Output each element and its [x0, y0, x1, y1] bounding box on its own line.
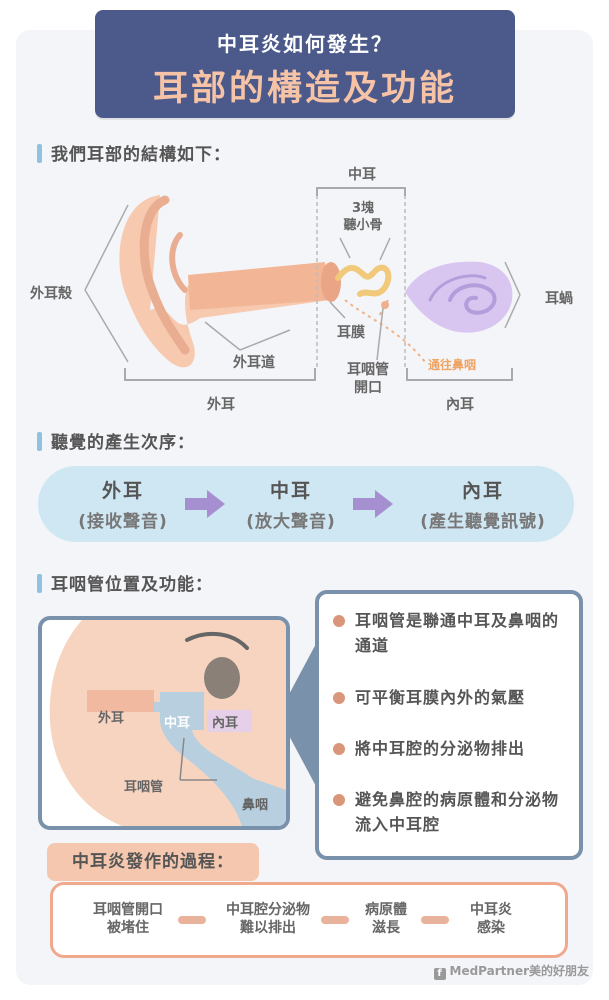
eustachian-functions-box: 耳咽管是聯通中耳及鼻咽的通道 可平衡耳膜內外的氣壓 將中耳腔的分泌物排出 避免鼻…: [315, 590, 583, 860]
label-ossicles: 3塊 聽小骨: [343, 201, 383, 233]
function-item: 避免鼻腔的病原體和分泌物流入中耳腔: [333, 787, 563, 837]
function-item: 耳咽管是聯通中耳及鼻咽的通道: [333, 608, 563, 658]
diagram-label-middle: 中耳: [164, 716, 191, 731]
hearing-sequence: 外耳 (接收聲音) 中耳 (放大聲音) 內耳 (產生聽覺訊號): [38, 466, 574, 542]
eardrum-shape: [321, 262, 341, 302]
process-box: 耳咽管開口 被堵住 中耳腔分泌物 難以排出 病原體 滋長 中耳炎 感染: [50, 882, 568, 958]
sequence-step-inner: 內耳 (產生聽覺訊號): [398, 476, 568, 532]
function-text: 避免鼻腔的病原體和分泌物流入中耳腔: [355, 790, 560, 834]
step-desc: (產生聽覺訊號): [420, 512, 546, 532]
cochlea-spiral: [448, 283, 497, 315]
section-heading-text: 聽覺的產生次序：: [51, 433, 195, 453]
pinna-guide-line: [84, 204, 129, 291]
step-name: 中耳: [269, 480, 312, 502]
section-bar: [37, 574, 42, 593]
diagram-label-outer: 外耳: [98, 711, 125, 726]
canal-guide-line: [204, 321, 241, 351]
pinna-guide-line: [84, 289, 129, 363]
cochlea-guide-line: [504, 294, 521, 329]
sequence-step-outer: 外耳 (接收聲音): [58, 476, 188, 532]
label-pinna: 外耳殼: [30, 286, 72, 302]
arrow-right-icon: [353, 490, 393, 518]
label-tube-opening: 耳咽管 開口: [347, 362, 389, 396]
ear-anatomy-diagram: [84, 187, 521, 381]
process-step: 病原體 滋長: [365, 902, 407, 936]
step-name: 內耳: [461, 480, 504, 502]
process-step: 中耳腔分泌物 難以排出: [226, 902, 310, 936]
section-heading-text: 耳咽管位置及功能：: [51, 575, 213, 595]
page-title: 耳部的構造及功能: [152, 69, 457, 109]
facebook-icon: f: [433, 968, 446, 980]
process-connector: [178, 916, 206, 924]
ossicle-guide-line: [379, 237, 391, 261]
process-connector: [421, 916, 449, 924]
diagram-label-tube: 耳咽管: [124, 780, 164, 795]
bullet-dot: [333, 743, 345, 755]
label-inner-ear: 內耳: [446, 397, 474, 413]
label-outer-ear: 外耳: [207, 397, 235, 413]
process-step: 耳咽管開口 被堵住: [93, 902, 163, 936]
section-heading-text: 我們耳部的結構如下：: [51, 145, 231, 165]
eardrum-guide-line: [329, 301, 346, 319]
label-eardrum: 耳膜: [337, 325, 365, 341]
sequence-step-middle: 中耳 (放大聲音): [231, 476, 351, 532]
function-item: 可平衡耳膜內外的氣壓: [333, 685, 563, 710]
function-text: 可平衡耳膜內外的氣壓: [355, 688, 526, 707]
callout-connector: [278, 640, 318, 790]
section-eustachian-heading: 耳咽管位置及功能：: [37, 570, 213, 595]
pinna-fold: [139, 195, 190, 355]
outer-ear-bracket: [124, 368, 316, 381]
step-desc: (放大聲音): [246, 512, 336, 532]
tube-opening-guide-line: [376, 307, 384, 361]
label-cochlea: 耳蝸: [545, 291, 573, 307]
label-to-nasopharynx: 通往鼻咽: [428, 358, 477, 372]
pinna-inner-fold: [169, 232, 188, 293]
head-illustration: [49, 620, 286, 826]
cochlea-spiral: [428, 274, 487, 302]
bullet-dot: [333, 692, 345, 704]
inner-ear-bracket: [406, 368, 513, 381]
step-desc: (接收聲音): [78, 512, 168, 532]
function-item: 將中耳腔的分泌物排出: [333, 736, 563, 761]
section-bar: [37, 144, 42, 163]
eustachian-tube-diagram: 外耳 中耳 內耳 耳咽管 鼻咽: [38, 616, 290, 830]
process-heading: 中耳炎發作的過程：: [47, 843, 259, 881]
bullet-dot: [333, 794, 345, 806]
ossicles-shape: [335, 264, 392, 297]
title-banner: 中耳炎如何發生？ 耳部的構造及功能: [95, 10, 515, 118]
function-text: 耳咽管是聯通中耳及鼻咽的通道: [355, 611, 560, 655]
cochlea-guide-line: [504, 261, 521, 296]
section-bar: [37, 432, 42, 451]
page-subtitle: 中耳炎如何發生？: [217, 32, 393, 56]
diagram-label-nasopharynx: 鼻咽: [242, 798, 269, 813]
diagram-label-inner: 內耳: [212, 716, 239, 731]
ear-canal-shape: [188, 262, 330, 310]
canal-guide-line: [239, 329, 291, 351]
arrow-right-icon: [185, 490, 225, 518]
middle-ear-bracket: [316, 187, 406, 196]
process-connector: [321, 916, 349, 924]
step-name: 外耳: [101, 480, 144, 502]
label-ear-canal: 外耳道: [233, 355, 275, 371]
tube-opening-dot: [381, 301, 389, 309]
label-middle-ear: 中耳: [348, 167, 376, 183]
section-hearing-order-heading: 聽覺的產生次序：: [37, 428, 195, 453]
section-ear-structure-heading: 我們耳部的結構如下：: [37, 140, 231, 165]
brand-text: MedPartner美的好朋友: [449, 964, 590, 978]
function-text: 將中耳腔的分泌物排出: [355, 739, 526, 758]
process-step: 中耳炎 感染: [470, 902, 512, 936]
ossicle-guide-line: [339, 237, 351, 259]
bullet-dot: [333, 615, 345, 627]
